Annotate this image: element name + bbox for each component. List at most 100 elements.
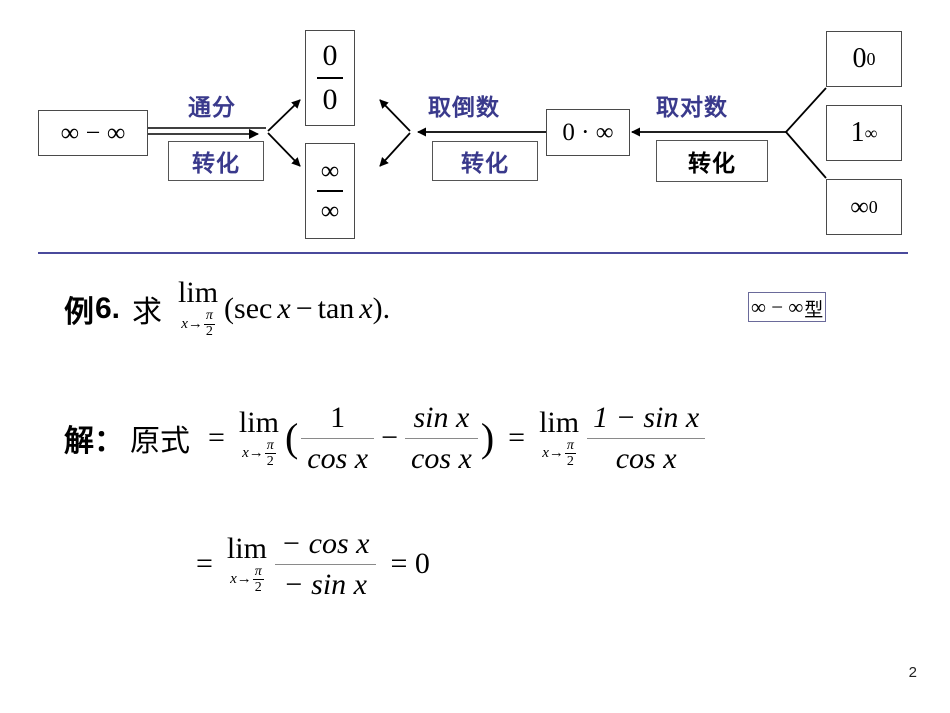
limit-sub-fraction: π 2 [203, 308, 215, 339]
pi-denominator: 2 [205, 324, 213, 339]
solution-line-2: = lim x → π 2 − cos x − sin x = 0 [196, 528, 430, 601]
pi-denominator: 2 [566, 453, 574, 469]
fraction-bar [317, 77, 343, 79]
limit-sub-arrow: → [187, 315, 203, 332]
pi-numerator: π [254, 563, 262, 579]
limit-sub-variable: x [542, 445, 549, 462]
fraction-zero-over-zero: 0 0 [317, 41, 343, 115]
box-zero-over-zero: 0 0 [305, 30, 355, 126]
page-number: 2 [908, 664, 917, 681]
transition-box-qudaoshu: 转化 [432, 141, 538, 181]
final-result: = 0 [390, 547, 430, 581]
fraction-step2: 1 − sin x cos x [587, 401, 706, 476]
fraction-bar [301, 437, 375, 440]
transition-label-tongfen: 通分 [188, 95, 236, 121]
fraction-numerator: 1 − sin x [593, 401, 700, 434]
limit-sub-variable: x [242, 445, 249, 462]
badge-form: ∞ − ∞ [751, 294, 804, 319]
box-infinity-over-infinity: ∞ ∞ [305, 143, 355, 239]
limit-operator-1: lim x → π 2 [238, 405, 279, 469]
pi-numerator: π [266, 437, 274, 453]
power-exponent: ∞ [864, 123, 878, 143]
transition-label-qudaoshu: 取倒数 [428, 95, 500, 121]
pi-numerator: π [566, 437, 574, 453]
limit-sub-variable: x [181, 315, 188, 332]
equals-sign-3: = [196, 547, 213, 581]
indeterminate-type-badge: ∞ − ∞ 型 [748, 292, 827, 322]
badge-suffix: 型 [804, 298, 824, 321]
limit-op-text: lim [539, 405, 580, 439]
equals-sign-1: = [208, 421, 225, 455]
example-marker: 例 [64, 294, 94, 330]
pi-bar [264, 453, 276, 455]
box-one-power-infinity: 1∞ [826, 105, 902, 161]
limit-sub-fraction: π 2 [252, 563, 264, 595]
example-verb: 求 [132, 294, 163, 330]
fraction-step3: − cos x − sin x [274, 527, 376, 602]
limit-subscript: x → π 2 [242, 437, 276, 469]
box-infinity-minus-infinity: ∞ − ∞ [38, 110, 148, 156]
limit-operator-2: lim x → π 2 [539, 405, 580, 469]
power-exponent: 0 [868, 197, 878, 217]
solution-original-expr: 原式 [130, 424, 190, 460]
limit-sub-arrow: → [248, 445, 264, 462]
fraction-numerator: sin x [413, 401, 470, 434]
fraction-sin-over-cos: sin x cos x [405, 402, 478, 475]
box-label-infinity-minus-infinity: ∞ − ∞ [60, 118, 126, 147]
sec-argument: x [277, 291, 291, 325]
limit-op-text: lim [178, 276, 219, 309]
minus-operator: − [295, 291, 313, 325]
fraction-denominator: cos x [411, 442, 472, 476]
solution-line-1: 解： 原式 = lim x → π 2 ( 1 cos x − sin x co… [64, 402, 708, 475]
fraction-infinity-over-infinity: ∞ ∞ [317, 158, 343, 224]
section-divider [38, 252, 908, 254]
fraction-denominator: 0 [322, 82, 338, 116]
limit-sub-arrow: → [548, 445, 564, 462]
step1-close-paren: ) [480, 415, 495, 461]
limit-op-text: lim [226, 531, 267, 565]
step1-minus: − [381, 421, 398, 455]
equals-sign-2: = [508, 421, 526, 455]
pi-denominator: 2 [266, 453, 274, 469]
transition-box-quduishu: 转化 [656, 140, 768, 182]
sec-function: sec [234, 291, 273, 325]
fraction-denominator: ∞ [320, 195, 340, 225]
power-base: 0 [852, 43, 867, 74]
limit-op-text: lim [238, 405, 279, 439]
fraction-bar [587, 437, 706, 440]
example-heading: 例 6. 求 lim x → π 2 ( sec x − tan x ). [64, 278, 390, 339]
fraction-denominator: cos x [615, 442, 677, 476]
power-base: 1 [850, 117, 865, 148]
power-exponent: 0 [866, 49, 876, 69]
pi-bar [252, 579, 264, 581]
tan-argument: x [359, 291, 373, 325]
fraction-numerator: − cos x [280, 527, 370, 560]
power-base: ∞ [850, 192, 869, 221]
box-zero-times-infinity: 0 · ∞ [546, 109, 630, 156]
transition-box-label-quduishu: 转化 [688, 151, 736, 177]
fraction-bar [274, 563, 376, 566]
transition-box-label-qudaoshu: 转化 [461, 151, 509, 177]
limit-sub-variable: x [230, 571, 237, 588]
fraction-one-over-cos: 1 cos x [301, 401, 375, 476]
solution-label: 解： [64, 424, 124, 460]
pi-numerator: π [205, 308, 213, 323]
fraction-numerator: 0 [322, 39, 338, 73]
example-number: 6. [95, 291, 121, 325]
fraction-numerator: 1 [330, 401, 346, 434]
limit-subscript: x → π 2 [542, 437, 576, 469]
expr-open-paren: ( [224, 291, 235, 325]
pi-bar [203, 323, 215, 325]
fraction-denominator: cos x [307, 442, 369, 476]
pi-bar [564, 453, 576, 455]
limit-operator-3: lim x → π 2 [226, 531, 267, 595]
fraction-bar [405, 437, 478, 440]
limit-subscript: x → π 2 [181, 309, 215, 339]
limit-subscript: x → π 2 [230, 563, 264, 595]
box-label-zero-times-infinity: 0 · ∞ [562, 119, 614, 146]
pi-denominator: 2 [254, 579, 262, 595]
limit-sub-fraction: π 2 [564, 437, 576, 469]
fraction-denominator: − sin x [283, 568, 367, 602]
fraction-numerator: ∞ [320, 156, 340, 186]
